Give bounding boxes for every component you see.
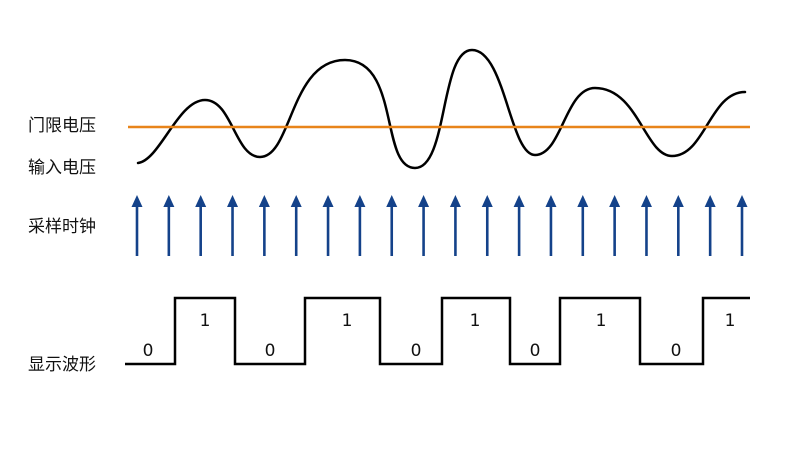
bit-label: 0 xyxy=(671,341,682,361)
threshold-voltage-label: 门限电压 xyxy=(28,116,96,136)
up-arrow-icon xyxy=(163,195,175,256)
up-arrow-icon xyxy=(672,195,684,256)
bit-label: 0 xyxy=(265,341,276,361)
input-voltage-label: 输入电压 xyxy=(28,158,96,178)
up-arrow-icon xyxy=(322,195,334,256)
up-arrow-icon xyxy=(258,195,270,256)
up-arrow-icon xyxy=(640,195,652,256)
up-arrow-icon xyxy=(736,195,748,256)
up-arrow-icon xyxy=(609,195,621,256)
up-arrow-icon xyxy=(386,195,398,256)
display-waveform-line xyxy=(125,296,750,366)
up-arrow-icon xyxy=(513,195,525,256)
bit-label: 1 xyxy=(725,311,736,331)
up-arrow-icon xyxy=(290,195,302,256)
sampling-clock-label: 采样时钟 xyxy=(28,217,96,237)
up-arrow-icon xyxy=(131,195,143,256)
bit-label: 0 xyxy=(143,341,154,361)
bit-labels: 0 1 0 1 0 1 0 1 0 1 xyxy=(143,311,736,361)
up-arrow-icon xyxy=(418,195,430,256)
up-arrow-icon xyxy=(449,195,461,256)
bit-label: 1 xyxy=(200,311,211,331)
bit-label: 1 xyxy=(470,311,481,331)
up-arrow-icon xyxy=(481,195,493,256)
up-arrow-icon xyxy=(354,195,366,256)
up-arrow-icon xyxy=(577,195,589,256)
up-arrow-icon xyxy=(545,195,557,256)
bit-label: 0 xyxy=(530,341,541,361)
sampling-clock-arrows xyxy=(131,195,748,256)
up-arrow-icon xyxy=(704,195,716,256)
display-waveform-label: 显示波形 xyxy=(28,355,96,375)
up-arrow-icon xyxy=(195,195,207,256)
bit-label: 0 xyxy=(411,341,422,361)
bit-label: 1 xyxy=(342,311,353,331)
up-arrow-icon xyxy=(227,195,239,256)
input-voltage-wave xyxy=(136,48,747,170)
bit-label: 1 xyxy=(596,311,607,331)
